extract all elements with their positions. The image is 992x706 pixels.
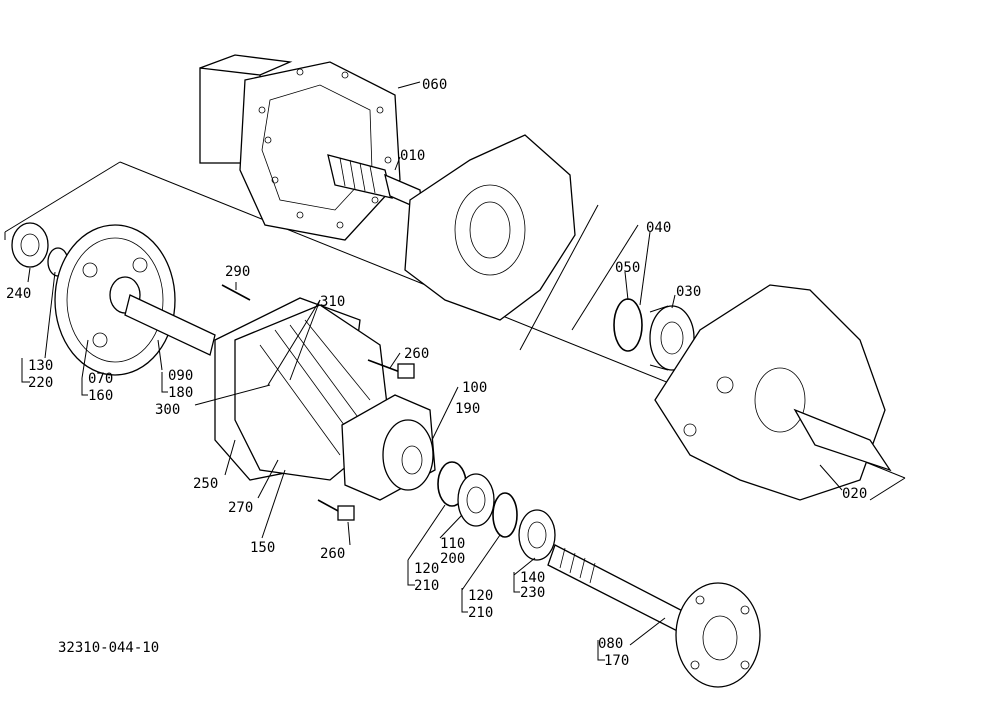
callout-040: 040 (646, 220, 671, 236)
callout-050: 050 (615, 260, 640, 276)
callout-210-b: 210 (468, 605, 493, 621)
callout-260-lower: 260 (320, 546, 345, 562)
callout-110: 110 (440, 536, 465, 552)
callout-030: 030 (676, 284, 701, 300)
drawing-code: 32310-044-10 (58, 640, 159, 656)
callout-070: 070 (88, 371, 113, 387)
callout-260-upper: 260 (404, 346, 429, 362)
callout-240: 240 (6, 286, 31, 302)
center-casing (404, 134, 576, 321)
callout-100: 100 (462, 380, 487, 396)
callout-labels: 060 010 040 050 030 290 310 260 240 130 … (6, 77, 867, 669)
callout-190: 190 (455, 401, 480, 417)
rings-and-bearings (437, 461, 556, 561)
callout-200: 200 (440, 551, 465, 567)
callout-300: 300 (155, 402, 180, 418)
callout-060: 060 (422, 77, 447, 93)
callout-130: 130 (28, 358, 53, 374)
callout-020: 020 (842, 486, 867, 502)
callout-150: 150 (250, 540, 275, 556)
callout-160: 160 (88, 388, 113, 404)
callout-120-a: 120 (414, 561, 439, 577)
leader-lines (21, 81, 843, 661)
bearing-240 (11, 222, 69, 277)
part-060-housing (199, 54, 401, 241)
callout-210-a: 210 (414, 578, 439, 594)
bolt-290 (221, 284, 251, 301)
callout-080: 080 (598, 636, 623, 652)
callout-010: 010 (400, 148, 425, 164)
callout-120-b: 120 (468, 588, 493, 604)
callout-290: 290 (225, 264, 250, 280)
callout-230: 230 (520, 585, 545, 601)
callout-220: 220 (28, 375, 53, 391)
part-100-housing (234, 304, 436, 501)
callout-170: 170 (604, 653, 629, 669)
callout-310: 310 (320, 294, 345, 310)
right-casing (654, 284, 892, 501)
callout-270: 270 (228, 500, 253, 516)
output-shaft-080 (547, 544, 761, 688)
bolts-260 (317, 359, 415, 521)
callout-250: 250 (193, 476, 218, 492)
callout-180: 180 (168, 385, 193, 401)
callout-140: 140 (520, 570, 545, 586)
callout-090: 090 (168, 368, 193, 384)
gear-070 (54, 224, 216, 376)
